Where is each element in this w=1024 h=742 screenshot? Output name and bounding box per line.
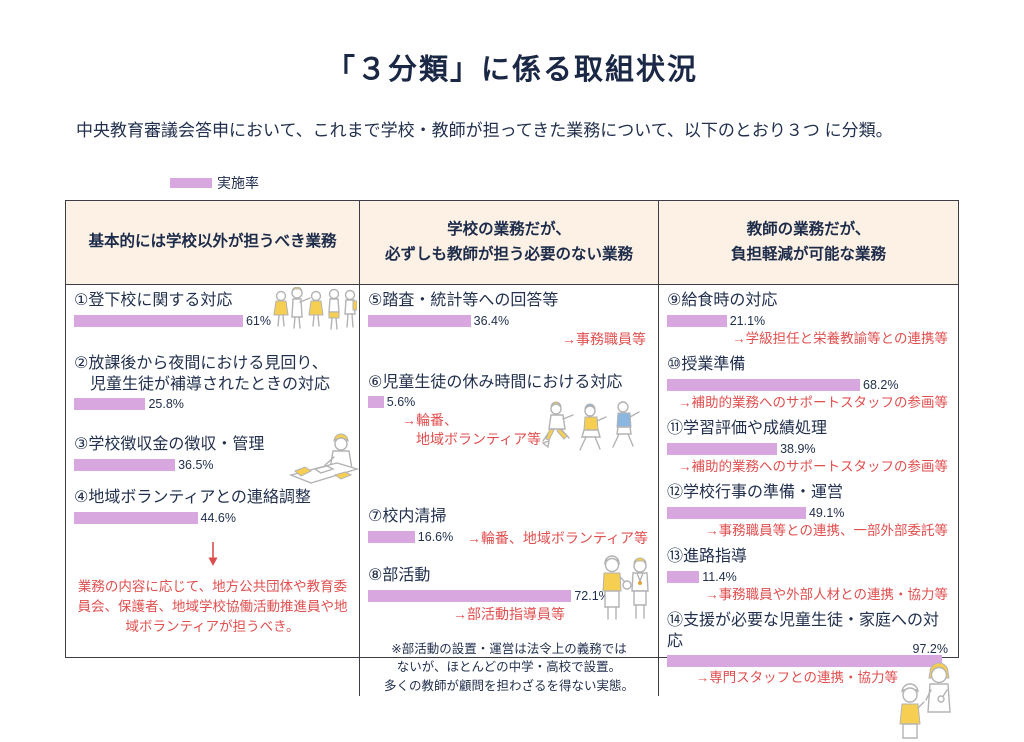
intro-text: 中央教育審議会答申において、これまで学校・教師が担ってきた業務について、以下のと… (76, 121, 893, 140)
rate-bar (74, 314, 243, 327)
rate-bar-row: 21.1% (667, 314, 950, 328)
rate-bar-row: 11.4% (667, 570, 950, 584)
column-body-3: ⑨給食時の対応 21.1% →学級担任と栄養教諭等との連携等 ⑩授業準備 68.… (659, 285, 958, 739)
task-annotation: →補助的業務へのサポートスタッフの参画等 (678, 458, 948, 474)
rate-value: 36.5% (178, 458, 214, 473)
classification-table: 基本的には学校以外が担うべき業務 学校の業務だが、 必ずしも教師が担う必要のない… (65, 200, 959, 739)
rate-value: 36.4% (473, 313, 510, 328)
column-header-2: 学校の業務だが、 必ずしも教師が担う必要のない業務 (360, 201, 659, 285)
task-label: ⑥児童生徒の休み時間における対応 (368, 373, 623, 391)
column-body-2: ⑤踏査・統計等への回答等 36.4% →事務職員等 ⑥児童生徒の休み時間における… (360, 285, 659, 696)
rate-bar-row: 44.6% (74, 511, 351, 525)
task-label: ⑦校内清掃 (368, 508, 447, 526)
rate-bar-swatch-icon (170, 178, 212, 188)
task-annotation: →事務職員等 (562, 330, 646, 347)
rate-bar (74, 459, 176, 472)
rate-bar-row: 61% (74, 314, 351, 328)
rate-value: 68.2% (863, 377, 899, 392)
column-header-3: 教師の業務だが、 負担軽減が可能な業務 (659, 201, 958, 285)
task-label: ⑧部活動 (368, 566, 431, 584)
task-annotation: →輪番、 地域ボランティア等 (402, 412, 542, 448)
column1-note: 業務の内容に応じて、地方公共団体や教育委員会、保護者、地域学校協働活動推進員や地… (77, 578, 348, 635)
task-annotation: →補助的業務へのサポートスタッフの参画等 (678, 394, 948, 410)
rate-bar-row: 36.4% (368, 314, 650, 328)
rate-bar (368, 314, 471, 327)
transfer-arrow-wrap (74, 541, 351, 567)
rate-value: 21.1% (729, 313, 766, 328)
rate-bar-row: 36.5% (74, 458, 351, 472)
column-header-1: 基本的には学校以外が担うべき業務 (66, 201, 360, 285)
rate-value: 16.6% (417, 530, 454, 545)
task-label: ④地域ボランティアとの連絡調整 (74, 489, 311, 507)
task-annotation: →輪番、地域ボランティア等 (466, 530, 648, 547)
rate-value: 5.6% (386, 395, 416, 410)
rate-bar-row: 16.6% (368, 530, 650, 544)
rate-value: 72.1% (574, 588, 610, 603)
column-body-1: ①登下校に関する対応 61% ②放課後から夜間における見回り、 児童生徒が補導さ… (66, 285, 360, 696)
task-label: ⑤踏査・統計等への回答等 (368, 292, 559, 309)
column2-note: ※部活動の設置・運営は法令上の義務では ないが、ほとんどの中学・高校で設置。 多… (383, 641, 634, 694)
rate-bar (667, 506, 806, 519)
task-annotation: →部活動指導員等 (453, 605, 565, 622)
task-label: ①登下校に関する対応 (74, 292, 233, 309)
task-label: ⑫学校行事の準備・運営 (667, 484, 844, 502)
rate-bar (368, 531, 415, 544)
rate-value: 44.6% (200, 510, 236, 525)
rate-bar-row: 97.2% (667, 642, 950, 667)
rate-value: 97.2% (912, 641, 948, 656)
task-label: ⑪学習評価や成績処理 (667, 420, 828, 438)
rate-bar (74, 511, 198, 524)
rate-value: 38.9% (780, 441, 816, 456)
rate-value: 49.1% (808, 505, 845, 520)
task-label: ⑬進路指導 (667, 548, 748, 566)
rate-bar (667, 314, 727, 327)
page-title: 「３分類」に係る取組状況 (325, 54, 698, 86)
rate-value: 61% (245, 313, 271, 328)
rate-bar (667, 442, 778, 455)
rate-bar-row: 49.1% (667, 506, 950, 520)
rate-bar (74, 398, 146, 411)
legend: 実施率 (170, 173, 259, 193)
down-arrow-icon (208, 541, 217, 566)
rate-bar (667, 570, 700, 583)
rate-bar (667, 378, 860, 391)
rate-bar (368, 589, 572, 602)
task-label: ⑨給食時の対応 (667, 292, 778, 309)
task-annotation: →事務職員等との連携、一部外部委託等 (705, 522, 948, 538)
rate-bar (368, 396, 384, 409)
task-label: ②放課後から夜間における見回り、 児童生徒が補導されたときの対応 (74, 354, 331, 393)
rate-bar-row: 72.1% (368, 589, 650, 603)
legend-label: 実施率 (217, 175, 259, 191)
rate-value: 11.4% (702, 569, 737, 584)
rate-bar-row: 5.6% (368, 395, 650, 409)
task-label: ⑩授業準備 (667, 356, 746, 374)
task-annotation: →専門スタッフとの連携・協力等 (695, 669, 898, 685)
rate-bar-row: 25.8% (74, 397, 351, 411)
task-annotation: →事務職員や外部人材との連携・協力等 (705, 586, 948, 602)
task-label: ③学校徴収金の徴収・管理 (74, 436, 265, 454)
rate-bar-row: 68.2% (667, 378, 950, 392)
rate-bar-row: 38.9% (667, 442, 950, 456)
rate-value: 25.8% (148, 397, 184, 412)
task-label: ⑭支援が必要な児童生徒・家庭への対応 (667, 612, 940, 650)
rate-bar (667, 654, 943, 667)
task-annotation: →学級担任と栄養教諭等との連携等 (732, 330, 948, 346)
